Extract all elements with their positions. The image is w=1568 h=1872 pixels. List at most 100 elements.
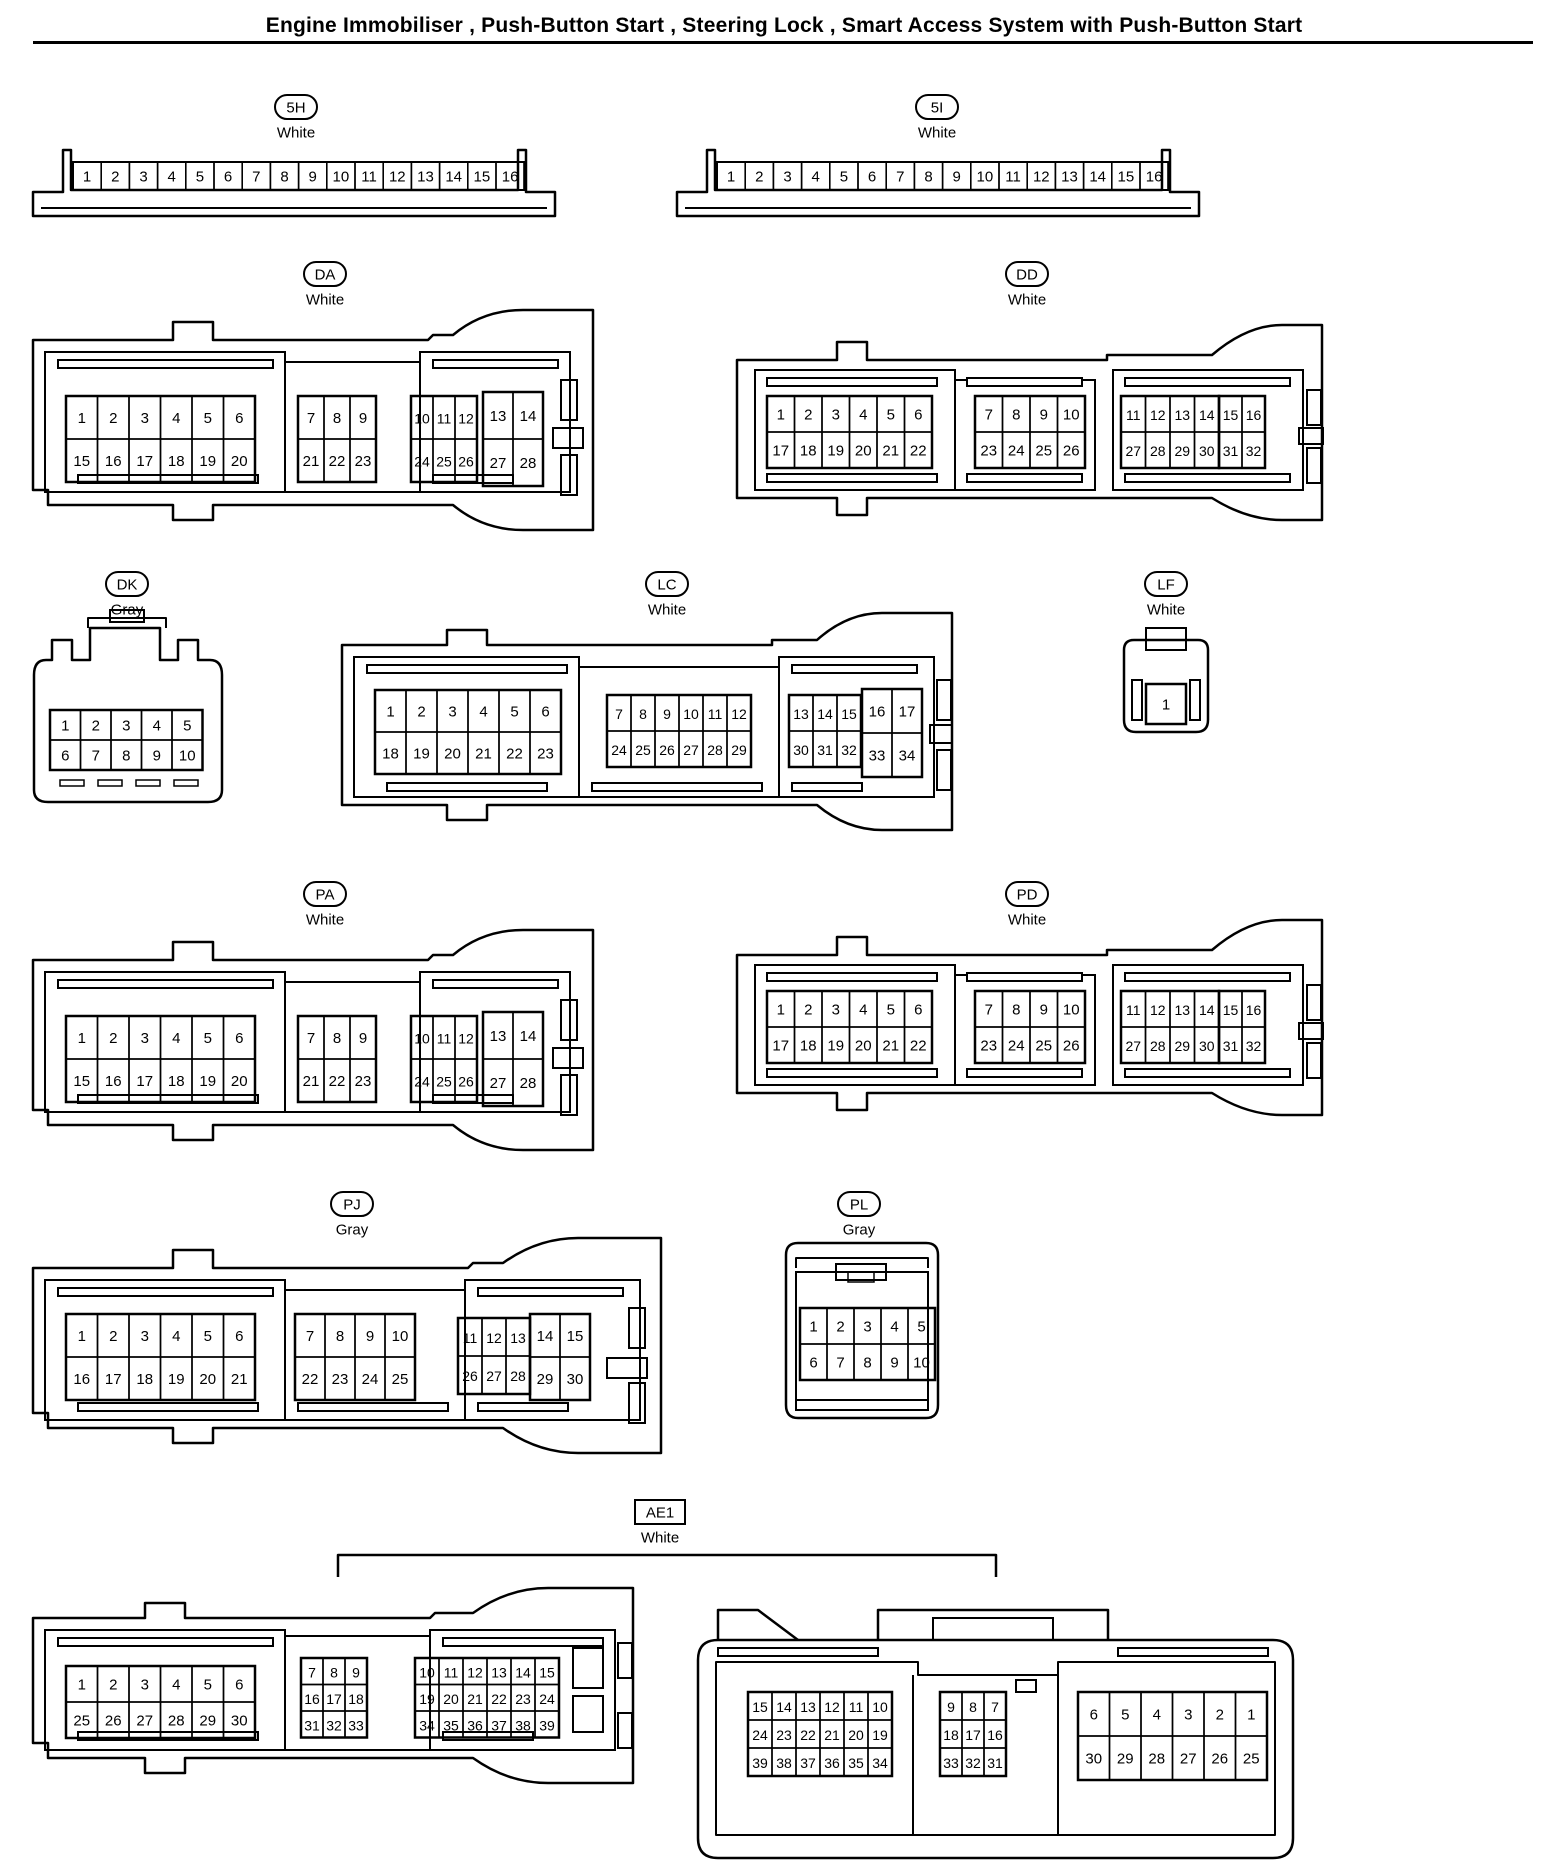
pin-number: 2 <box>804 407 812 424</box>
pin-number: 28 <box>707 742 723 758</box>
pin-cell <box>903 1026 933 1064</box>
pin-number: 8 <box>122 748 130 765</box>
connector-color: White <box>1147 602 1185 619</box>
inner-frame <box>754 964 956 1086</box>
pin-number: 37 <box>491 1717 507 1733</box>
connector-code-pill <box>1005 261 1049 287</box>
pin-number: 15 <box>752 1699 768 1715</box>
pin-number: 22 <box>329 453 346 470</box>
pin-number: 26 <box>1063 1038 1080 1055</box>
pin-number: 1 <box>78 1677 86 1694</box>
housing-outline <box>340 611 954 832</box>
pin-number: 7 <box>252 169 260 186</box>
pin-number: 23 <box>537 746 554 763</box>
connector-code: LC <box>657 577 676 594</box>
connector-color: White <box>1008 292 1046 309</box>
latch-rail <box>1124 1068 1291 1078</box>
pin-number: 6 <box>235 1328 243 1345</box>
pin-number: 7 <box>306 1328 314 1345</box>
pin-number: 12 <box>1150 407 1166 423</box>
pin-number: 26 <box>659 742 675 758</box>
pin-number: 11 <box>437 1031 452 1047</box>
pin-number: 18 <box>382 746 399 763</box>
housing-outline <box>1122 638 1210 734</box>
latch-rail <box>432 359 559 369</box>
pin-number: 32 <box>1246 1038 1262 1054</box>
pin-number: 14 <box>537 1328 554 1345</box>
block-divider <box>912 1675 1059 1835</box>
pin-number: 31 <box>304 1717 320 1733</box>
pin-number: 30 <box>231 1713 248 1730</box>
pin-number: 10 <box>414 1031 430 1047</box>
pin-number: 24 <box>611 742 627 758</box>
pin-number: 2 <box>109 1030 117 1047</box>
pin-number: 10 <box>392 1328 409 1345</box>
pin-number: 23 <box>776 1727 792 1743</box>
pin-number: 29 <box>1174 443 1190 459</box>
pin-number: 29 <box>1117 1751 1134 1768</box>
connector-color: White <box>277 125 315 142</box>
pin-cell <box>222 1058 256 1103</box>
pin-number: 2 <box>1216 1707 1224 1724</box>
pin-number: 23 <box>980 1038 997 1055</box>
pin-number: 4 <box>479 704 487 721</box>
pin-cell <box>495 161 525 191</box>
pin-number: 8 <box>280 169 288 186</box>
housing-outline <box>31 308 595 532</box>
pin-cell <box>726 730 752 768</box>
pin-number: 20 <box>855 1038 872 1055</box>
pin-number: 7 <box>991 1699 999 1715</box>
pin-number: 5 <box>204 1030 212 1047</box>
side-latch <box>1306 389 1322 426</box>
pin-number: 17 <box>899 704 916 721</box>
pin-number: 25 <box>392 1371 409 1388</box>
pin-number: 27 <box>136 1713 153 1730</box>
latch-rail <box>966 1068 1083 1078</box>
connector-code-pill <box>1144 571 1188 597</box>
pin-number: 32 <box>841 742 857 758</box>
keying-slot <box>97 779 123 787</box>
pin-number: 16 <box>1246 1002 1262 1018</box>
pin-number: 8 <box>333 410 341 427</box>
pin-number: 5 <box>887 1002 895 1019</box>
pin-number: 22 <box>910 443 927 460</box>
pin-number: 28 <box>1150 1038 1166 1054</box>
pin-number: 18 <box>943 1727 959 1743</box>
pin-number: 25 <box>1035 1038 1052 1055</box>
pin-number: 6 <box>541 704 549 721</box>
pin-number: 6 <box>914 407 922 424</box>
pin-number: 20 <box>231 1073 248 1090</box>
pin-number: 8 <box>330 1664 338 1680</box>
pin-number: 21 <box>882 443 899 460</box>
pin-number: 27 <box>486 1368 502 1384</box>
pin-number: 33 <box>869 748 886 765</box>
latch-arm <box>87 617 167 628</box>
pin-number: 22 <box>800 1727 816 1743</box>
pin-number: 30 <box>1085 1751 1102 1768</box>
pin-number: 6 <box>914 1002 922 1019</box>
pin-cell <box>454 1058 478 1103</box>
pin-number: 24 <box>1008 1038 1025 1055</box>
connector-code-pill <box>1005 881 1049 907</box>
pin-number: 6 <box>61 748 69 765</box>
pin-number: 4 <box>859 407 867 424</box>
pin-number: 10 <box>977 169 994 186</box>
pin-number: 15 <box>1118 169 1135 186</box>
pin-number: 16 <box>1246 407 1262 423</box>
pin-number: 5 <box>917 1319 925 1336</box>
pin-number: 11 <box>463 1330 478 1346</box>
pin-number: 4 <box>1153 1707 1161 1724</box>
pin-cell <box>903 431 933 469</box>
pin-number: 4 <box>172 1030 180 1047</box>
pin-number: 13 <box>491 1664 507 1680</box>
pin-number: 20 <box>231 453 248 470</box>
pin-number: 26 <box>1211 1751 1228 1768</box>
pin-number: 33 <box>943 1755 959 1771</box>
pin-number: 5 <box>840 169 848 186</box>
pin-number: 23 <box>980 443 997 460</box>
